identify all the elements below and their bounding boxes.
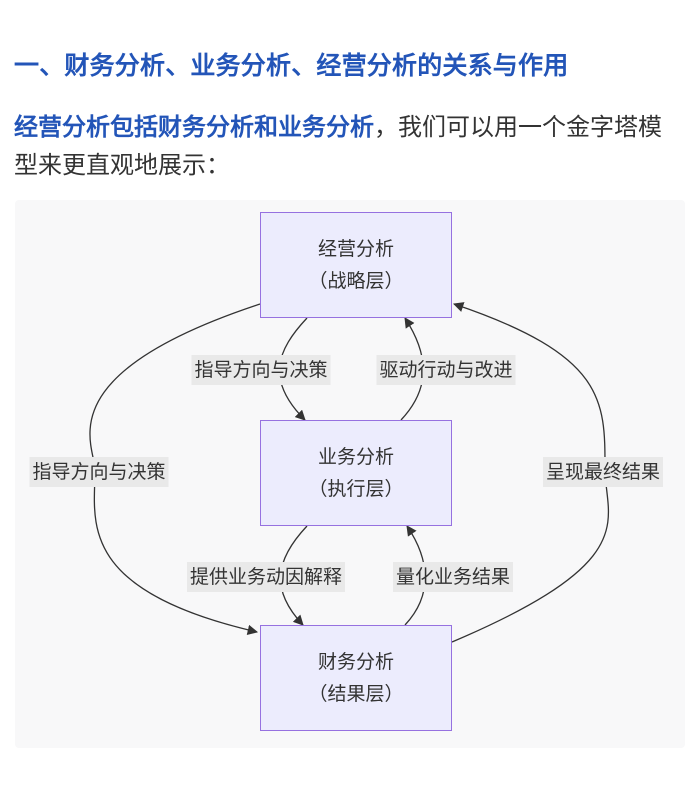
edge-label-strategy-to-business: 指导方向与决策 bbox=[191, 355, 331, 385]
intro-paragraph: 经营分析包括财务分析和业务分析，我们可以用一个金字塔模型来更直观地展示： bbox=[14, 108, 684, 184]
node-business-title: 业务分析 bbox=[317, 446, 394, 468]
node-business-sub: （执行层） bbox=[308, 478, 404, 500]
node-business: 业务分析 （执行层） bbox=[260, 420, 452, 526]
edge-label-finance-to-strategy: 呈现最终结果 bbox=[542, 457, 664, 487]
node-strategy-sub: （战略层） bbox=[308, 270, 404, 292]
node-finance-sub: （结果层） bbox=[308, 683, 404, 705]
node-finance: 财务分析 （结果层） bbox=[260, 625, 452, 731]
node-strategy: 经营分析 （战略层） bbox=[260, 212, 452, 318]
node-strategy-title: 经营分析 bbox=[317, 238, 394, 260]
edge-label-business-to-strategy: 驱动行动与改进 bbox=[376, 355, 516, 385]
intro-emphasis: 经营分析包括财务分析和业务分析 bbox=[14, 113, 374, 141]
node-finance-title: 财务分析 bbox=[317, 651, 394, 673]
section-heading: 一、财务分析、业务分析、经营分析的关系与作用 bbox=[14, 51, 569, 80]
relationship-diagram: 经营分析 （战略层） 业务分析 （执行层） 财务分析 （结果层） 指导方向与决策… bbox=[15, 200, 685, 748]
edge-label-finance-to-business: 量化业务结果 bbox=[392, 562, 514, 592]
edge-label-strategy-to-finance: 指导方向与决策 bbox=[29, 457, 169, 487]
intro-rest: ，我们可以用一个金字塔模型来更直观地展示： bbox=[14, 113, 662, 179]
edge-label-business-to-finance: 提供业务动因解释 bbox=[186, 562, 346, 592]
